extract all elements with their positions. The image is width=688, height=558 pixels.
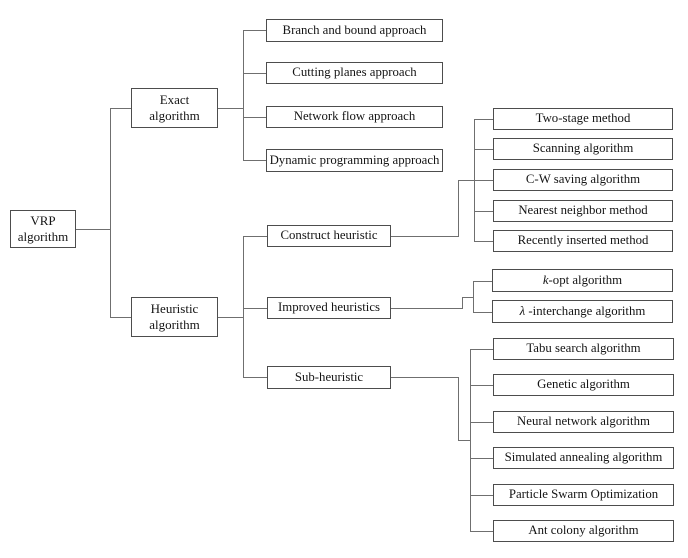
node-k-opt-algorithm: k-opt algorithm xyxy=(492,269,673,292)
node-genetic-algorithm: Genetic algorithm xyxy=(493,374,674,396)
edge-to-cutting-planes xyxy=(243,73,266,74)
node-improved-heuristics: Improved heuristics xyxy=(267,297,391,319)
edge-heuristic-out xyxy=(218,317,243,318)
edge-construct-join xyxy=(458,180,474,181)
node-simulated-annealing-algorithm: Simulated annealing algorithm xyxy=(493,447,674,469)
edge-exact-out xyxy=(218,108,243,109)
edge-sub-trunk xyxy=(470,349,471,531)
edge-to-cw-saving xyxy=(474,180,493,181)
node-particle-swarm-optimization: Particle Swarm Optimization xyxy=(493,484,674,506)
edge-to-tabu-search xyxy=(470,349,493,350)
edge-exact-trunk xyxy=(243,30,244,160)
edge-construct-jog xyxy=(458,180,459,237)
node-dynamic-programming: Dynamic programming approach xyxy=(266,149,443,172)
node-two-stage-method: Two-stage method xyxy=(493,108,673,130)
edge-to-genetic xyxy=(470,385,493,386)
node-neural-network-algorithm: Neural network algorithm xyxy=(493,411,674,433)
edge-to-neural-network xyxy=(470,422,493,423)
node-tabu-search-algorithm: Tabu search algorithm xyxy=(493,338,674,360)
node-sub-heuristic: Sub-heuristic xyxy=(267,366,391,389)
edge-to-ant-colony xyxy=(470,531,493,532)
node-network-flow: Network flow approach xyxy=(266,106,443,128)
edge-to-heuristic xyxy=(110,317,131,318)
edge-to-recently-inserted xyxy=(474,241,493,242)
edge-improved-jog xyxy=(462,297,463,309)
node-ant-colony-algorithm: Ant colony algorithm xyxy=(493,520,674,542)
node-label: k-opt algorithm xyxy=(542,272,623,287)
edge-improved-join xyxy=(462,297,473,298)
node-cutting-planes: Cutting planes approach xyxy=(266,62,443,84)
edge-sub-jog xyxy=(458,377,459,440)
edge-sub-join xyxy=(458,440,470,441)
node-lambda-interchange-algorithm: λ -interchange algorithm xyxy=(492,300,673,323)
edge-to-improved xyxy=(243,308,267,309)
edge-to-scanning xyxy=(474,149,493,150)
node-branch-and-bound: Branch and bound approach xyxy=(266,19,443,42)
edge-vrp-trunk xyxy=(110,108,111,317)
edge-to-simulated-annealing xyxy=(470,458,493,459)
node-cw-saving-algorithm: C-W saving algorithm xyxy=(493,169,673,191)
edge-to-dynamic-programming xyxy=(243,160,266,161)
edge-improved-trunk xyxy=(473,281,474,312)
edge-to-k-opt xyxy=(473,281,492,282)
edge-to-branch-and-bound xyxy=(243,30,266,31)
edge-to-construct xyxy=(243,236,267,237)
edge-to-exact xyxy=(110,108,131,109)
node-label: λ -interchange algorithm xyxy=(519,303,646,318)
edge-to-network-flow xyxy=(243,117,266,118)
edge-to-particle-swarm xyxy=(470,495,493,496)
node-nearest-neighbor-method: Nearest neighbor method xyxy=(493,200,673,222)
edge-heuristic-trunk xyxy=(243,236,244,377)
node-heuristic-algorithm: Heuristic algorithm xyxy=(131,297,218,337)
edge-to-nearest-neighbor xyxy=(474,211,493,212)
edge-to-lambda-interchange xyxy=(473,312,492,313)
node-exact-algorithm: Exact algorithm xyxy=(131,88,218,128)
edge-vrp-out xyxy=(76,229,110,230)
edge-construct-out xyxy=(391,236,458,237)
node-construct-heuristic: Construct heuristic xyxy=(267,225,391,247)
edge-to-two-stage xyxy=(474,119,493,120)
node-scanning-algorithm: Scanning algorithm xyxy=(493,138,673,160)
node-vrp-algorithm: VRP algorithm xyxy=(10,210,76,248)
edge-sub-out xyxy=(391,377,458,378)
edge-to-sub xyxy=(243,377,267,378)
node-recently-inserted-method: Recently inserted method xyxy=(493,230,673,252)
edge-improved-out xyxy=(391,308,462,309)
